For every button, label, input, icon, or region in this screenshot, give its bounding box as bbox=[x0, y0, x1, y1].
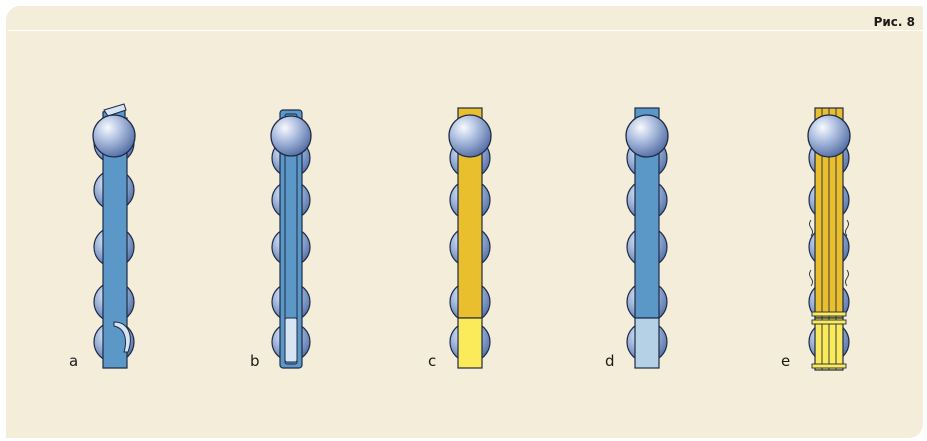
label-b: b bbox=[250, 352, 260, 370]
label-a: a bbox=[69, 352, 79, 370]
retainer-end bbox=[634, 317, 660, 369]
side-wave bbox=[809, 219, 849, 287]
figure-label: Рис. 8 bbox=[873, 15, 915, 29]
ball-top bbox=[92, 114, 136, 158]
assembly-d bbox=[625, 107, 669, 369]
ball-top bbox=[807, 114, 851, 158]
strip-top-clip bbox=[103, 103, 127, 117]
ball-top bbox=[625, 114, 669, 158]
band bbox=[811, 311, 847, 317]
assembly-c bbox=[448, 107, 492, 369]
assembly-b bbox=[270, 109, 312, 369]
band bbox=[811, 363, 847, 369]
label-c: c bbox=[428, 352, 437, 370]
strip-hook bbox=[113, 321, 131, 353]
assembly-e bbox=[807, 107, 851, 371]
ball-top bbox=[270, 115, 312, 157]
retainer-end bbox=[457, 317, 483, 369]
frame-inner bbox=[284, 113, 298, 365]
header-rule bbox=[8, 30, 927, 31]
ball-top bbox=[448, 114, 492, 158]
label-d: d bbox=[605, 352, 615, 370]
band bbox=[811, 319, 847, 325]
frame-slot bbox=[284, 317, 298, 363]
assembly-a bbox=[92, 103, 136, 369]
label-e: e bbox=[781, 352, 791, 370]
